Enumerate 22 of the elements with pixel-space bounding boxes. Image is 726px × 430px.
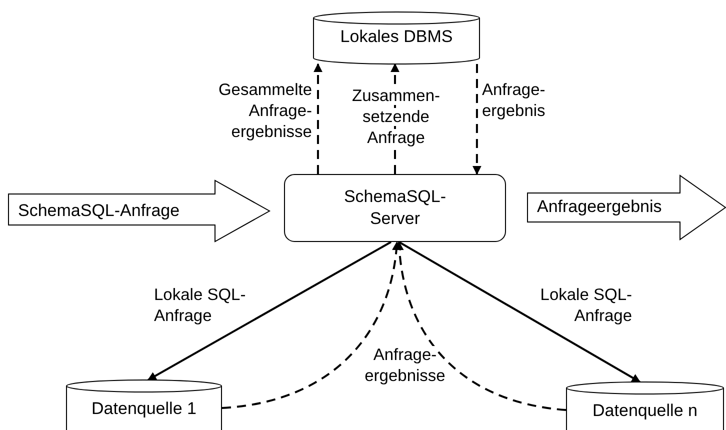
edge-label: Anfrage- ergebnisse: [364, 345, 446, 387]
edge-label: Anfrage- ergebnis: [482, 80, 546, 122]
arrow: [398, 241, 641, 383]
database-cylinder: [313, 12, 480, 64]
node-label: Lokales DBMS: [339, 26, 454, 48]
node-label: Datenquelle n: [592, 400, 698, 422]
node-label: Anfrageergebnis: [537, 196, 663, 218]
dashed-arrow: [395, 241, 566, 411]
node-label: Datenquelle 1: [90, 398, 198, 420]
block-arrow: [527, 175, 726, 240]
node-label: SchemaSQL-Anfrage: [18, 200, 181, 222]
dashed-arrow: [472, 64, 482, 175]
edge-label: Lokale SQL- Anfrage: [154, 285, 247, 327]
server-box: [284, 174, 506, 242]
dashed-arrow: [222, 241, 401, 409]
node-label: SchemaSQL- Server: [342, 186, 448, 230]
edge-label: Lokale SQL- Anfrage: [539, 285, 632, 327]
edge-label: Gesammelte Anfrage- ergebnisse: [217, 80, 312, 143]
database-cylinder: [66, 380, 222, 430]
arrow: [147, 241, 392, 381]
dashed-arrow: [314, 63, 322, 174]
block-arrow: [8, 180, 270, 242]
